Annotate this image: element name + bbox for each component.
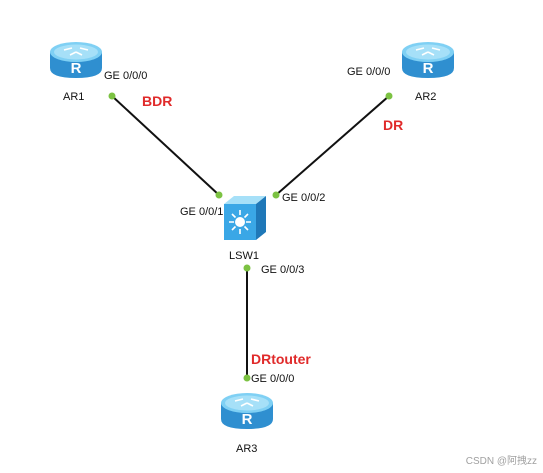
port-label-ar1: GE 0/0/0 [104, 70, 148, 82]
switch-icon [224, 196, 266, 240]
port-dot-ar3 [243, 374, 251, 382]
port-dot-lsw1-p2 [272, 191, 280, 199]
router-icon: R [221, 393, 273, 429]
device-label-ar2: AR2 [415, 91, 437, 103]
port-label-lsw1-p3: GE 0/0/3 [261, 264, 305, 276]
port-label-lsw1-p1: GE 0/0/1 [180, 206, 224, 218]
router-ar1[interactable]: R [50, 42, 102, 78]
port-dot-ar1 [108, 92, 116, 100]
link-ar1-lsw1 [111, 95, 220, 196]
port-dot-ar2 [385, 92, 393, 100]
svg-text:R: R [71, 60, 82, 77]
switch-lsw1[interactable] [224, 196, 266, 240]
router-icon: R [402, 42, 454, 78]
svg-text:R: R [242, 411, 253, 428]
watermark: CSDN @阿拽zz [465, 456, 537, 467]
device-label-lsw1: LSW1 [229, 250, 259, 262]
role-label-ar2: DR [383, 117, 404, 133]
port-label-ar2: GE 0/0/0 [347, 66, 391, 78]
router-ar3[interactable]: R [221, 393, 273, 429]
svg-text:R: R [423, 60, 434, 77]
role-label-ar1: BDR [142, 93, 173, 109]
role-label-ar3: DRtouter [251, 351, 311, 367]
router-icon: R [50, 42, 102, 78]
link-ar2-lsw1 [275, 95, 390, 196]
port-label-ar3: GE 0/0/0 [251, 373, 295, 385]
device-label-ar1: AR1 [63, 91, 85, 103]
port-dot-lsw1-p3 [243, 264, 251, 272]
router-ar2[interactable]: R [402, 42, 454, 78]
port-label-lsw1-p2: GE 0/0/2 [282, 192, 326, 204]
port-dot-lsw1-p1 [215, 191, 223, 199]
device-label-ar3: AR3 [236, 443, 258, 455]
